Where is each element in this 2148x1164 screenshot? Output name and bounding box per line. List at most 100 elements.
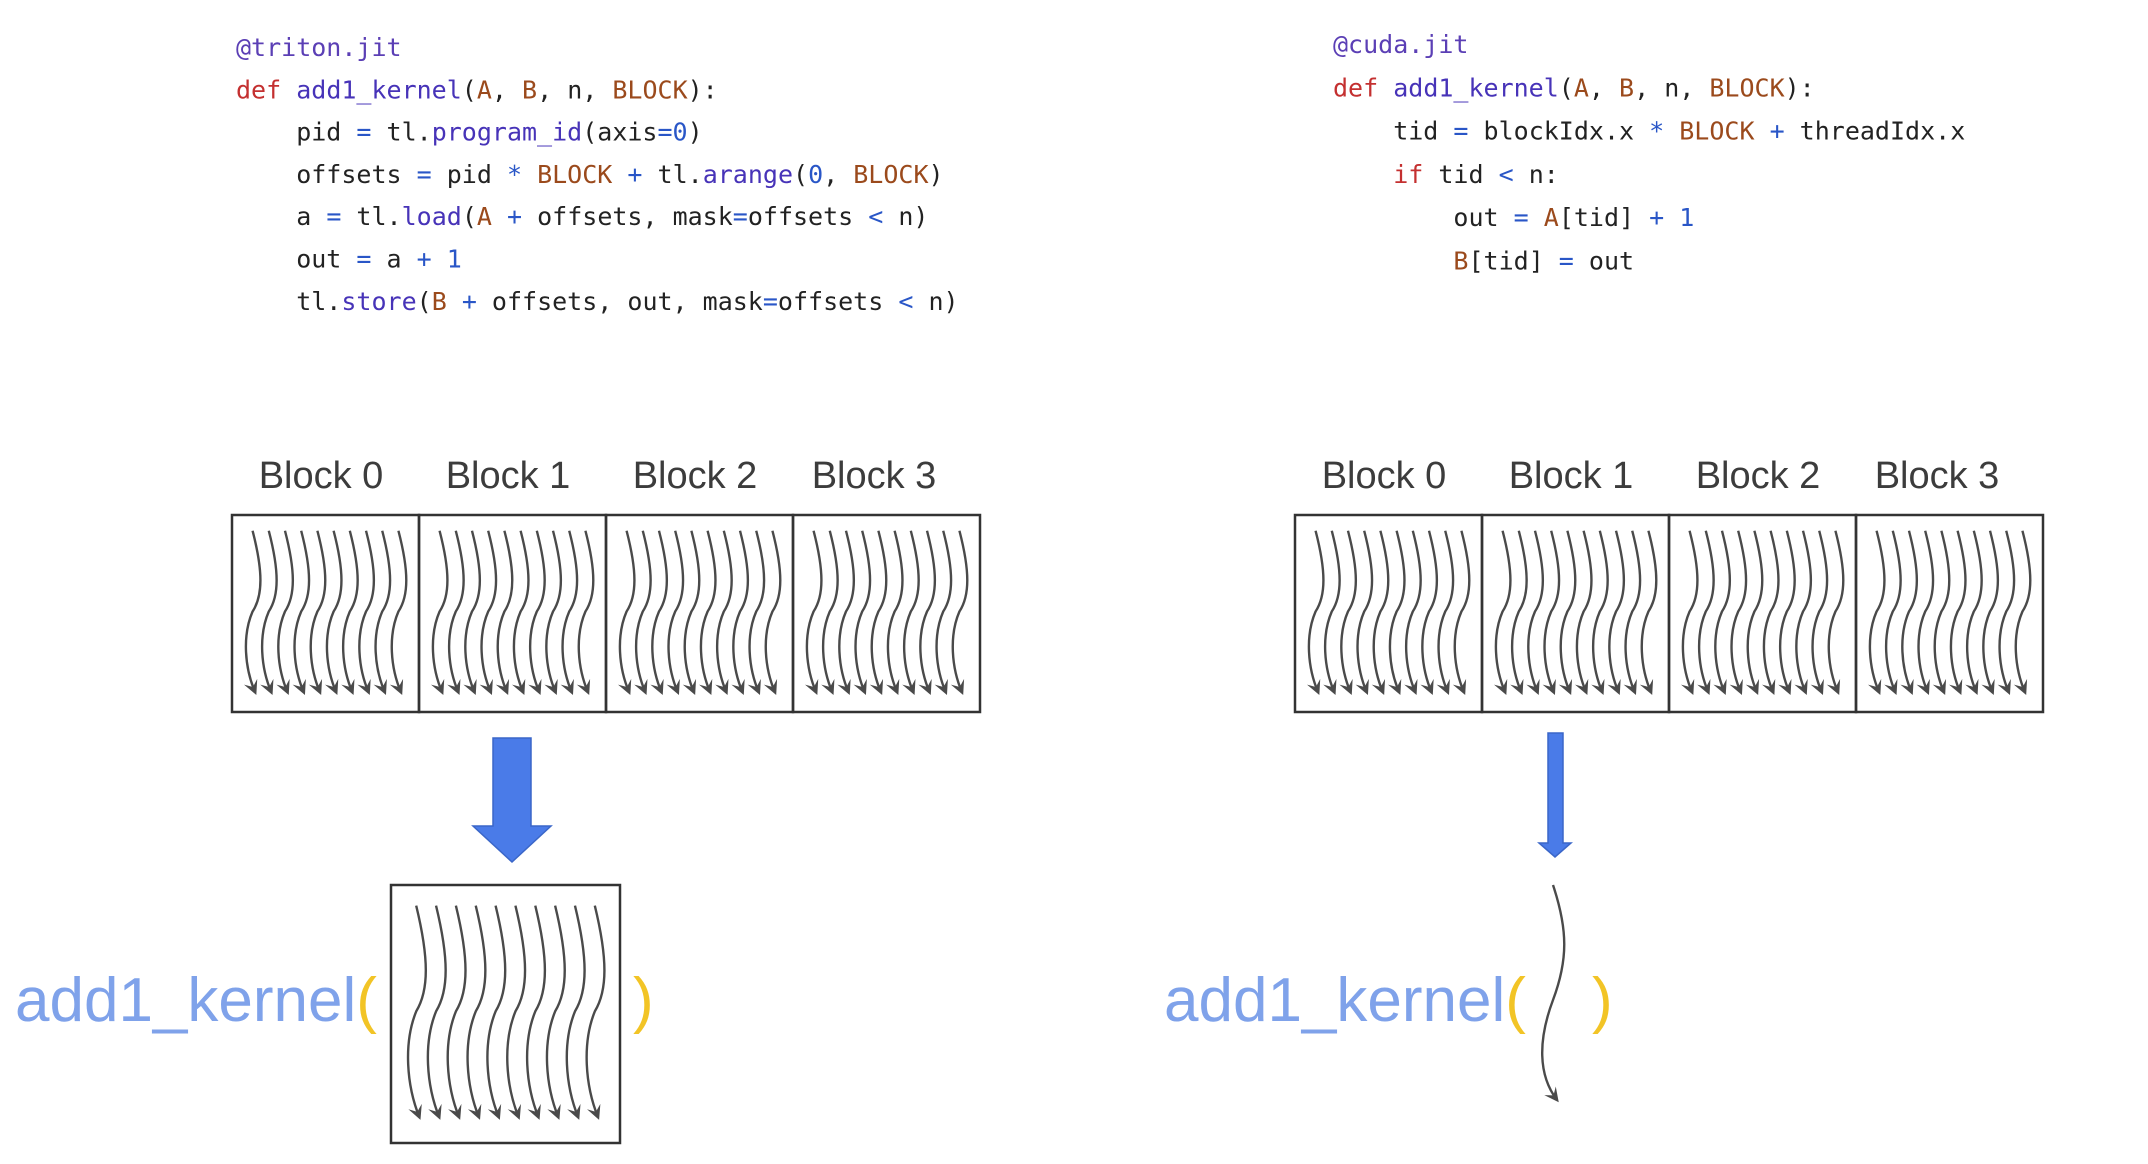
thread-line — [747, 530, 766, 695]
code-token: ( — [462, 75, 477, 104]
thread-line — [1575, 530, 1593, 695]
code-token: store — [341, 287, 416, 316]
triton-block-label-1: Block 1 — [446, 455, 571, 497]
code-token: threadIdx.x — [1785, 117, 1966, 146]
thread-line — [1778, 530, 1796, 695]
thread-line — [1591, 530, 1609, 695]
thread-line — [585, 905, 606, 1120]
code-token: ) — [929, 160, 944, 189]
code-token: < — [1499, 160, 1514, 189]
code-token: < — [868, 202, 883, 231]
code-token — [612, 160, 627, 189]
thread-line — [715, 530, 733, 695]
thread-line — [1607, 530, 1626, 695]
cuda-single-thread — [1541, 884, 1566, 1103]
code-token: B — [522, 75, 537, 104]
code-token: + — [627, 160, 642, 189]
thread-line — [666, 530, 685, 695]
code-token: blockIdx.x — [1468, 117, 1649, 146]
code-token: = — [1559, 247, 1574, 276]
triton-block-label-0: Block 0 — [259, 455, 384, 497]
code-token: out — [236, 245, 356, 274]
triton-block-box-0 — [230, 513, 421, 714]
thread-line — [1436, 530, 1455, 695]
thread-line — [576, 530, 595, 695]
code-token: ( — [1559, 73, 1574, 102]
code-token: [tid] — [1468, 247, 1558, 276]
code-token: ( — [462, 202, 477, 231]
code-token: pid — [236, 118, 356, 147]
cuda-close-paren: ) — [1592, 966, 1613, 1035]
thread-line — [1713, 530, 1732, 695]
code-token: + — [1770, 117, 1785, 146]
code-token: n) — [913, 287, 958, 316]
code-token: tl. — [642, 160, 702, 189]
thread-line — [1868, 530, 1886, 695]
thread-line — [1371, 530, 1390, 695]
thread-line — [292, 530, 311, 695]
cuda-block-label-1: Block 1 — [1509, 455, 1634, 497]
code-token: BLOCK — [853, 160, 928, 189]
cuda-block-threads-2 — [1681, 530, 1845, 695]
code-token: @triton.jit — [236, 33, 402, 62]
thread-line — [1729, 530, 1748, 695]
code-token: ): — [1785, 73, 1815, 102]
code-token: + — [507, 202, 522, 231]
cuda-block-box-3 — [1854, 513, 2045, 714]
code-token: tl. — [236, 287, 341, 316]
code-token: offsets — [236, 160, 417, 189]
thread-line — [479, 530, 498, 695]
code-token: tl. — [341, 202, 401, 231]
thread-line — [1932, 530, 1951, 695]
code-token: B — [1453, 247, 1468, 276]
cuda-block-box-1 — [1480, 513, 1671, 714]
thread-line — [618, 530, 636, 695]
triton-block-label-3: Block 3 — [812, 455, 937, 497]
code-token: = — [356, 245, 371, 274]
thread-line — [1404, 530, 1422, 695]
code-token: = — [1514, 203, 1529, 232]
code-token: def — [236, 75, 281, 104]
triton-down-arrow — [471, 737, 553, 864]
code-token: (axis — [582, 118, 657, 147]
thread-line — [902, 530, 920, 695]
thread-line — [821, 530, 839, 695]
cuda-block-box-0 — [1293, 513, 1484, 714]
code-token: 0 — [808, 160, 823, 189]
code-token: if — [1393, 160, 1423, 189]
code-token: + — [462, 287, 477, 316]
thread-line — [1639, 530, 1658, 695]
code-token: out — [1333, 203, 1514, 232]
code-token: A — [1574, 73, 1589, 102]
thread-line — [260, 530, 278, 695]
code-token: offsets — [778, 287, 898, 316]
triton-block-labels: Block 0 Block 1 Block 2 Block 3 — [259, 455, 937, 497]
triton-close-paren: ) — [633, 966, 654, 1035]
code-token: program_id — [432, 118, 583, 147]
thread-line — [373, 530, 392, 695]
code-token: = — [1453, 117, 1468, 146]
code-token: A — [477, 75, 492, 104]
thread-line — [1542, 530, 1561, 695]
code-token — [281, 75, 296, 104]
thread-line — [1323, 530, 1341, 695]
thread-line — [560, 530, 579, 695]
thread-line — [1355, 530, 1374, 695]
thread-line — [341, 530, 359, 695]
code-token: load — [402, 202, 462, 231]
code-token: B — [1619, 73, 1634, 102]
code-token — [1378, 73, 1393, 102]
cuda-block-threads-0 — [1307, 530, 1471, 695]
thread-line — [1997, 530, 2016, 695]
code-token: @cuda.jit — [1333, 30, 1468, 59]
code-token — [1529, 203, 1544, 232]
triton-block-threads-1 — [431, 530, 595, 695]
cuda-open-paren: ( — [1505, 966, 1526, 1035]
thread-line — [244, 530, 262, 695]
cuda-down-arrow — [1537, 732, 1573, 858]
code-token — [522, 160, 537, 189]
thread-line — [276, 530, 295, 695]
thread-line — [325, 530, 343, 695]
